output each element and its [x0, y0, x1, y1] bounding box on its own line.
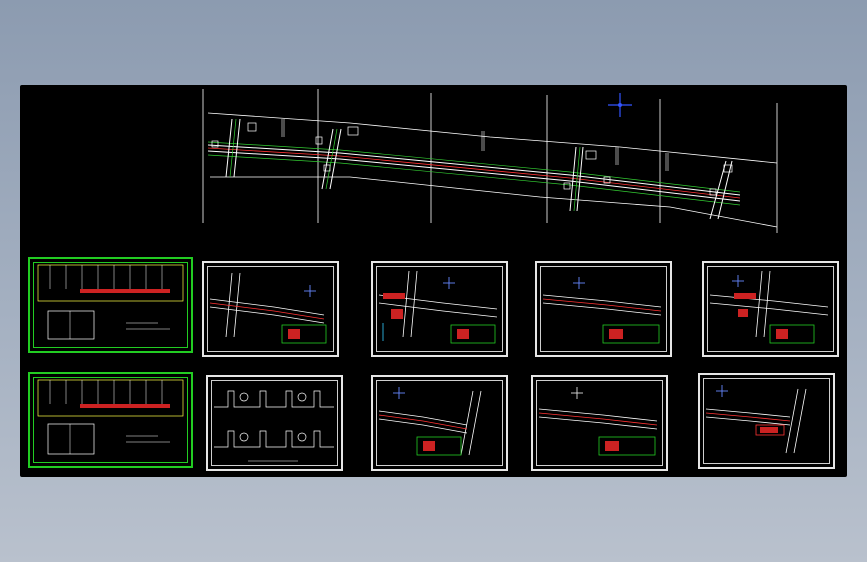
sheet-s8[interactable] — [371, 375, 508, 471]
sheet-s5-content — [709, 270, 829, 344]
sheet-s7-content — [214, 390, 334, 462]
crosshair-icon — [443, 277, 455, 289]
sheet-s7[interactable] — [206, 375, 343, 471]
drawing-canvas[interactable] — [20, 85, 847, 477]
crosshair-icon — [393, 387, 405, 399]
crosshair-icon — [573, 277, 585, 289]
sheet-s2-content — [209, 272, 327, 344]
sheet-s4-content — [542, 277, 662, 344]
sheet-s2[interactable] — [202, 261, 339, 357]
sheet-s1-content — [37, 264, 184, 340]
sheet-s9-content — [538, 387, 658, 456]
crosshair-icon — [716, 385, 728, 397]
sheet-s10-content — [705, 385, 807, 454]
sheet-s1[interactable] — [28, 257, 193, 353]
crosshair-icon — [571, 387, 583, 399]
sheet-s6-content — [37, 379, 184, 455]
crosshair-icon — [304, 285, 316, 297]
sheet-s3-content — [378, 270, 498, 344]
crosshair-icon — [732, 275, 744, 287]
sheet-s3[interactable] — [371, 261, 508, 357]
sheet-s4[interactable] — [535, 261, 672, 357]
main-plan — [202, 89, 778, 233]
sheet-s5[interactable] — [702, 261, 839, 357]
sheet-s8-content — [378, 387, 482, 456]
sheet-s9[interactable] — [531, 375, 668, 471]
sheet-s10[interactable] — [698, 373, 835, 469]
sheet-s6[interactable] — [28, 372, 193, 468]
